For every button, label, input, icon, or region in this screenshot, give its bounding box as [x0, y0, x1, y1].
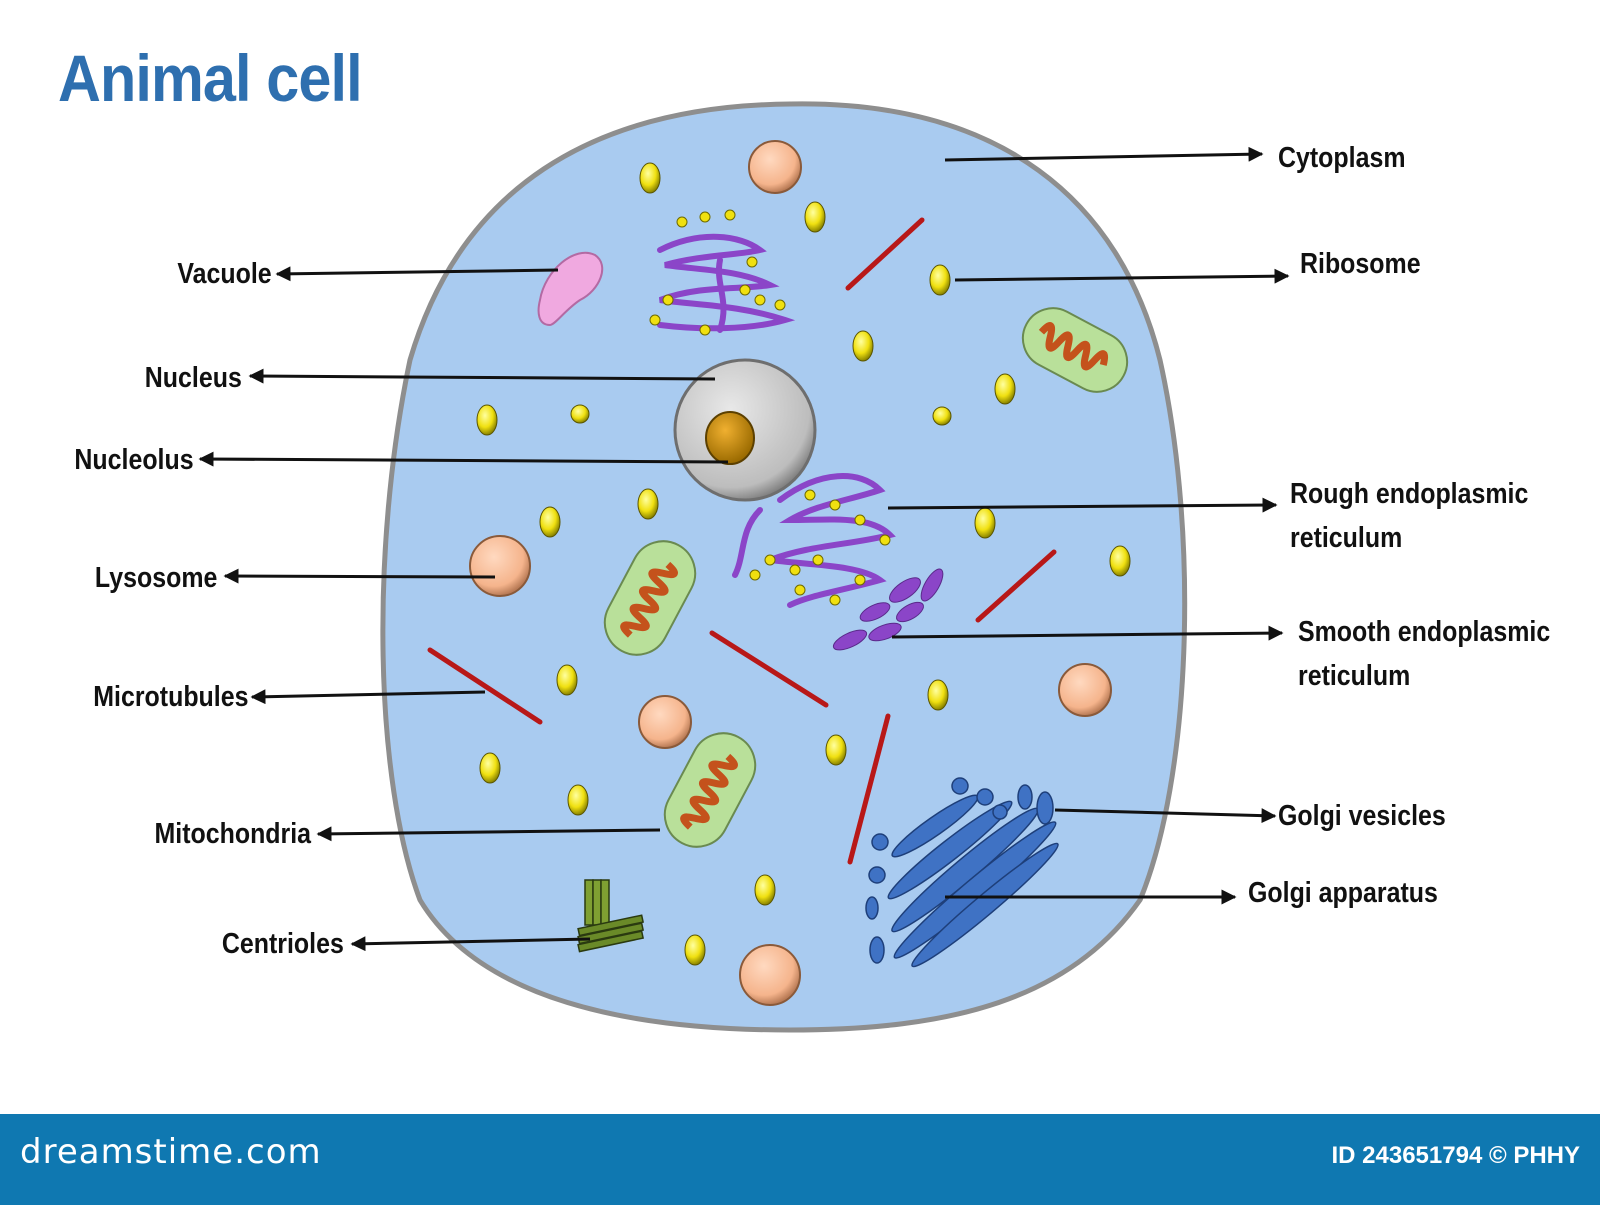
- centrioles-pointer: [350, 936, 591, 952]
- free-ribosomes: [476, 162, 1131, 966]
- nucleus-pointer: [248, 368, 716, 384]
- label-smooth-er-line2: reticulum: [1298, 660, 1411, 692]
- nucleolus: [705, 411, 755, 465]
- vacuole-pointer: [275, 266, 559, 282]
- smooth-er-pointer: [891, 625, 1284, 641]
- cell-diagram: [198, 101, 1290, 1033]
- centrioles: [577, 879, 645, 953]
- label-nucleus: Nucleus: [144, 362, 242, 394]
- stock-id: ID 243651794 © PHHY: [1331, 1142, 1581, 1169]
- rough-er-middle-ribosomes: [749, 489, 891, 606]
- microtubules: [427, 217, 1057, 865]
- label-centrioles: Centrioles: [222, 928, 344, 960]
- label-rough-er-line2: reticulum: [1290, 522, 1403, 554]
- rough-er-top: [657, 233, 796, 333]
- label-ribosome: Ribosome: [1300, 248, 1421, 280]
- golgi-apparatus: [887, 794, 1059, 968]
- cytoplasm-pointer: [944, 146, 1264, 162]
- footer-bar: dreamstime.com ID 243651794 © PHHY: [0, 1114, 1600, 1205]
- label-mitochondria: Mitochondria: [154, 818, 311, 850]
- golgi-vesicles: [865, 777, 1054, 964]
- ribosome-pointer: [954, 268, 1290, 284]
- diagram-title: Animal cell: [58, 41, 363, 115]
- mitochondria-pointer: [316, 826, 661, 842]
- rough-er-pointer: [887, 497, 1278, 513]
- mitochondria: [603, 307, 1129, 848]
- label-golgi-apparatus: Golgi apparatus: [1248, 877, 1438, 909]
- lysosomes: [469, 140, 1112, 1006]
- label-golgi-vesicles: Golgi vesicles: [1278, 800, 1446, 832]
- rough-er-middle: [732, 473, 896, 608]
- brand-logo: dreamstime.com: [20, 1132, 322, 1172]
- leader-lines: [198, 146, 1290, 952]
- label-lysosome: Lysosome: [94, 562, 217, 594]
- label-rough-er-line1: Rough endoplasmic: [1290, 478, 1529, 510]
- golgi-vesicles-pointer: [1054, 808, 1277, 824]
- label-nucleolus: Nucleolus: [74, 444, 194, 476]
- lysosome-pointer: [223, 568, 496, 584]
- rough-er-top-ribosomes: [649, 209, 786, 336]
- microtubules-pointer: [250, 689, 486, 705]
- label-cytoplasm: Cytoplasm: [1278, 142, 1406, 174]
- label-smooth-er-line1: Smooth endoplasmic: [1298, 616, 1551, 648]
- nucleolus-pointer: [198, 451, 729, 467]
- smooth-er: [832, 568, 944, 651]
- label-vacuole: Vacuole: [177, 258, 272, 290]
- label-microtubules: Microtubules: [92, 681, 248, 713]
